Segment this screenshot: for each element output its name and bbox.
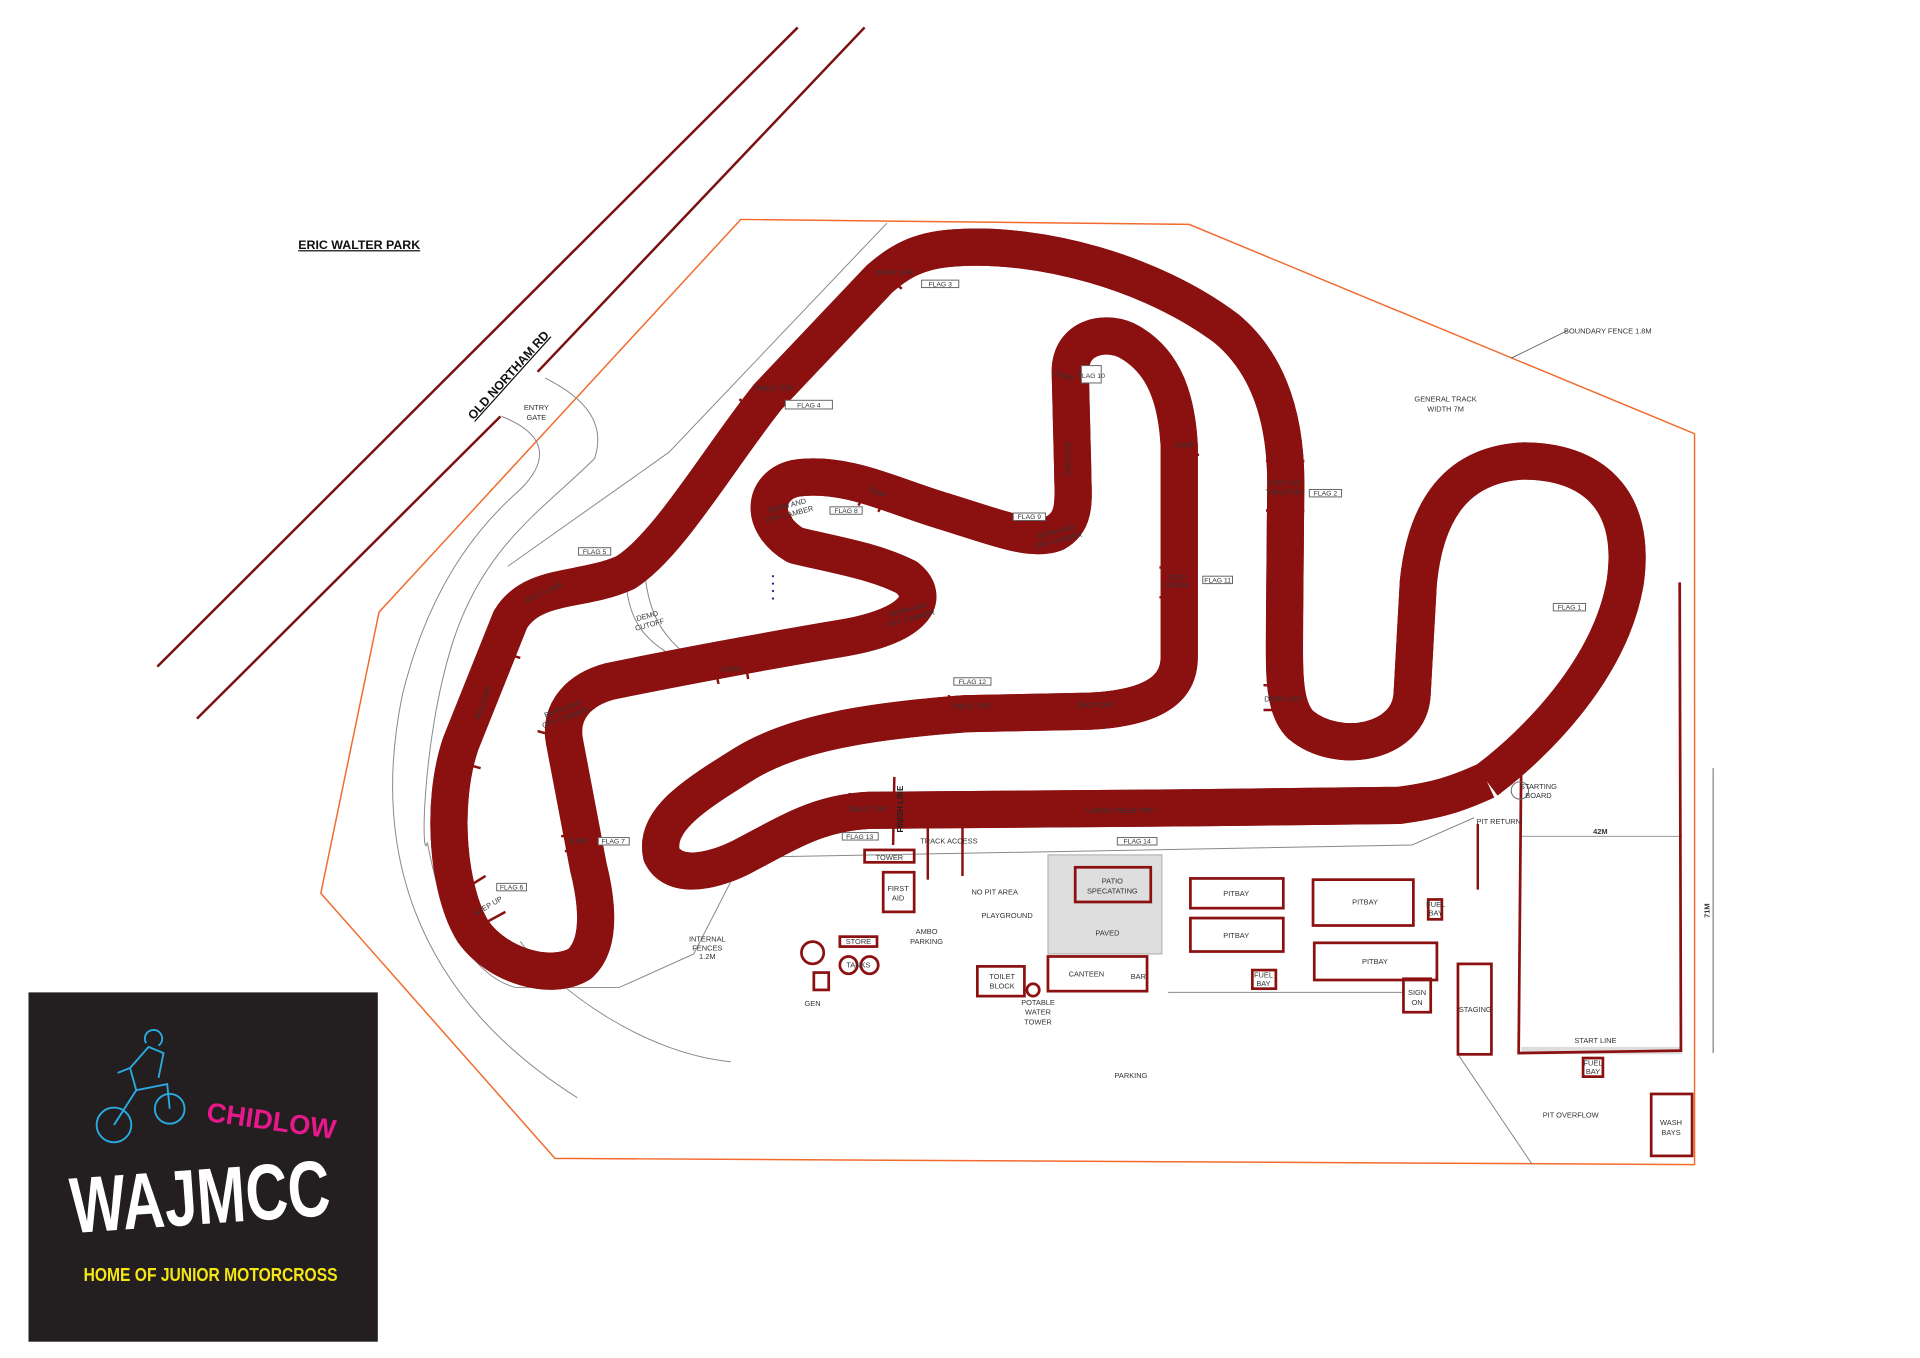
flag-3: FLAG 3 (928, 281, 952, 288)
internal-fences-label: 1.2M (699, 952, 716, 961)
jump-label: JUMP (568, 837, 588, 846)
boundary-fence (320, 218, 1696, 1166)
finish-line-label: FINISH LINE (896, 785, 905, 833)
first-aid-label: FIRST (887, 884, 909, 893)
fuel-bay-label: BAY (1256, 979, 1270, 988)
track-width-label: GENERAL TRACK (1414, 395, 1476, 404)
playground-label: PLAYGROUND (981, 911, 1032, 920)
starting-board-label: BOARD (1525, 791, 1551, 800)
facilities: TOWER FIRST AID NO PIT AREA PLAYGROUND A… (689, 781, 1711, 1158)
fuel-bay-label: BAY (1429, 909, 1443, 918)
sign-on-label: ON (1412, 998, 1423, 1007)
toilet-block-label: TOILET (989, 972, 1015, 981)
flag-4: FLAG 4 (797, 403, 821, 410)
flag-9: FLAG 9 (1018, 514, 1042, 521)
flag-11: FLAG 11 (1204, 577, 1231, 584)
bar-label: BAR (1131, 972, 1147, 981)
step-down-label: DOWN (1165, 580, 1189, 589)
patio-label: PATIO (1102, 876, 1123, 885)
starting-board (1510, 781, 1530, 800)
pitbay-label: PITBAY (1223, 931, 1249, 940)
pit-overflow-label: PIT OVERFLOW (1543, 1111, 1599, 1120)
flag-13: FLAG 13 (846, 834, 873, 841)
paved-label: PAVED (1095, 928, 1119, 937)
ambo-parking-label: PARKING (910, 937, 943, 946)
obstacle-markers (449, 263, 1305, 928)
flag-2: FLAG 2 (1314, 491, 1338, 498)
patio-label: SPECATATING (1087, 886, 1138, 895)
pitbay-label: PITBAY (1223, 889, 1249, 898)
entry-gate-label: ENTRY (524, 403, 549, 412)
fuel-bay-label: FUEL (1426, 900, 1445, 909)
store-label: STORE (846, 937, 871, 946)
starting-board-label: STARTING (1520, 782, 1557, 791)
track-width-label: WIDTH 7M (1427, 404, 1464, 413)
ambo-parking-label: AMBO (916, 927, 938, 936)
old-northam-road (156, 26, 866, 720)
pitbay-label: PITBAY (1352, 897, 1378, 906)
flag-1: FLAG 1 (1558, 605, 1582, 612)
step-down-label: STEP (1167, 573, 1186, 582)
no-pit-area-label: NO PIT AREA (971, 888, 1018, 897)
toilet-block-label: BLOCK (990, 982, 1015, 991)
track-access-label: TRACK ACCESS (920, 837, 977, 846)
fuel-bay-label: FUEL (1254, 971, 1273, 980)
large-table-top-label: LARGE TABLE TOP (1086, 806, 1153, 815)
whoops-label: WHOOPS (1063, 442, 1072, 476)
entry-gate-label: GATE (527, 413, 547, 422)
table-top-label: TABLE TOP (753, 383, 793, 392)
table-top-label: TABLE TOP (951, 702, 991, 711)
flag-7: FLAG 7 (601, 839, 625, 846)
fuel-bay-label: BAY (1586, 1067, 1600, 1076)
start-line-label: START LINE (1574, 1036, 1616, 1045)
flag-10: FLAG 10 (1078, 373, 1105, 380)
step-up-tabletop-label: STEP UP/ (1268, 479, 1303, 488)
marker-dots (771, 575, 775, 600)
flag-14: FLAG 14 (1124, 839, 1151, 846)
paved-area (1047, 854, 1163, 955)
wash-bays-label: BAYS (1661, 1128, 1680, 1137)
start-box (1476, 582, 1714, 1055)
canteen-label: CANTEEN (1069, 969, 1104, 978)
pit-return-label: PIT RETURN (1477, 817, 1521, 826)
tower-label: TOWER (876, 853, 904, 862)
step-up-tabletop-label: TABLETOP (1265, 487, 1303, 496)
logo-tagline: HOME OF JUNIOR MOTORCROSS (84, 1264, 338, 1285)
race-track (449, 247, 1627, 971)
park-title: ERIC WALTER PARK (298, 238, 420, 252)
flag-8: FLAG 8 (834, 508, 858, 515)
boundary-fence-label: BOUNDARY FENCE 1.8M (1564, 326, 1652, 335)
fuel-bay-label: FUEL (1583, 1058, 1602, 1067)
water-tower-label: POTABLE (1021, 998, 1055, 1007)
sign-on-label: SIGN (1408, 988, 1426, 997)
water-tower-label: TOWER (1024, 1018, 1052, 1027)
water-tower-label: WATER (1025, 1008, 1052, 1017)
flag-markers: FLAG 1 FLAG 2 FLAG 3 FLAG 4 FLAG 5 FLAG … (496, 279, 1587, 892)
logo-wajmcc: WAJMCC (67, 1143, 333, 1250)
boundary-fence-leader (1511, 330, 1568, 359)
pitbay-label: PITBAY (1362, 957, 1388, 966)
motorbike-rider-icon (95, 1029, 186, 1144)
staging-label: STAGING (1459, 1005, 1492, 1014)
wash-bays-label: WASH (1660, 1118, 1682, 1127)
internal-fences-label: INTERNAL (689, 935, 726, 944)
parking-label: PARKING (1115, 1071, 1148, 1080)
length-71m-label: 71M (1702, 903, 1711, 917)
jump-label: JUMP (721, 665, 741, 674)
drop-off-label: DROP OFF (1264, 694, 1303, 703)
gen-label: GEN (805, 999, 821, 1008)
tanks-label: TANKS (846, 961, 870, 970)
width-42m-label: 42M (1593, 827, 1607, 836)
first-aid-label: AID (892, 894, 904, 903)
flag-6: FLAG 6 (500, 885, 524, 892)
internal-fences-label: FENCES (692, 943, 722, 952)
drop-off-label: DROP OFF (1076, 700, 1115, 709)
table-top-label: TABLE TOP (847, 805, 887, 814)
club-logo: CHIDLOW WAJMCC HOME OF JUNIOR MOTORCROSS (28, 992, 378, 1342)
flag-12: FLAG 12 (959, 679, 986, 686)
jump-label: JUMP (1174, 440, 1194, 449)
flag-5: FLAG 5 (583, 549, 607, 556)
drop-off-label: DROP OFF (875, 268, 914, 277)
